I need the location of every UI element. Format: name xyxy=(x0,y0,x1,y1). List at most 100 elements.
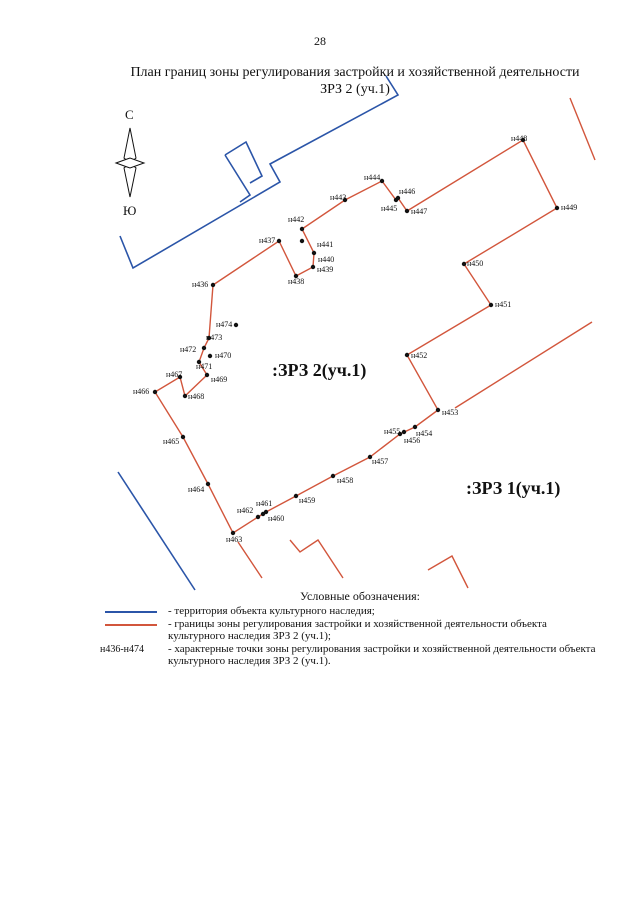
label-n464: н464 xyxy=(188,485,204,494)
zone-boundary-bottom-mid xyxy=(289,539,344,579)
label-n449: н449 xyxy=(561,203,577,212)
page-title: План границ зоны регулирования застройки… xyxy=(130,65,580,97)
label-n436: н436 xyxy=(192,280,208,289)
label-n450: н450 xyxy=(467,259,483,268)
label-n462: н462 xyxy=(237,506,253,515)
label-n452: н452 xyxy=(411,351,427,360)
label-n468: н468 xyxy=(188,392,204,401)
label-n451: н451 xyxy=(495,300,511,309)
point-n440 xyxy=(311,250,317,256)
point-n454 xyxy=(412,424,418,430)
zone-boundary-right-middle xyxy=(454,321,593,409)
label-n471: н471 xyxy=(196,362,212,371)
heritage-boundary-notch xyxy=(224,154,252,203)
point-n437 xyxy=(276,238,282,244)
label-n465: н465 xyxy=(163,437,179,446)
point-n456 xyxy=(397,431,403,437)
point-n455 xyxy=(401,429,407,435)
point-n466 xyxy=(152,389,158,395)
label-n437: н437 xyxy=(259,236,275,245)
heritage-boundary-lower xyxy=(117,471,196,591)
point-labels: н436 н437 н438 н439 н440 н441 н442 н443 … xyxy=(133,134,577,544)
legend-points-key: н436-н474 xyxy=(100,644,145,655)
label-n456: н456 xyxy=(404,436,420,445)
heritage-boundary-upper xyxy=(119,75,400,270)
label-n463: н463 xyxy=(226,535,242,544)
zone-boundary-bottom-right xyxy=(427,555,469,589)
label-n470: н470 xyxy=(215,351,231,360)
label-n440: н440 xyxy=(318,255,334,264)
label-n444: н444 xyxy=(364,173,380,182)
point-n453 xyxy=(435,407,441,413)
point-n438 xyxy=(293,273,299,279)
point-n449 xyxy=(554,205,560,211)
point-n473 xyxy=(206,335,212,341)
point-n458 xyxy=(330,473,336,479)
compass-north-label: С xyxy=(125,107,134,122)
label-n448: н448 xyxy=(511,134,527,143)
label-n472: н472 xyxy=(180,345,196,354)
boundary-points xyxy=(152,137,560,536)
point-n469 xyxy=(204,372,210,378)
point-n474 xyxy=(233,322,239,328)
heritage-boundary-inner xyxy=(224,140,264,184)
point-n462 xyxy=(255,514,261,520)
label-n458: н458 xyxy=(337,476,353,485)
legend-zone-line-icon xyxy=(105,624,157,626)
point-n450 xyxy=(461,261,467,267)
point-n447 xyxy=(404,208,410,214)
label-n473: н473 xyxy=(206,333,222,342)
point-n468 xyxy=(182,393,188,399)
compass-rose: С Ю xyxy=(114,107,146,218)
legend-item-zone: - границы зоны регулирования застройки и… xyxy=(95,618,605,642)
zone-label-zrz1: :ЗРЗ 1(уч.1) xyxy=(466,478,560,499)
legend-item-points: н436-н474 - характерные точки зоны регул… xyxy=(95,643,605,667)
point-n467 xyxy=(177,374,183,380)
label-n457: н457 xyxy=(372,457,388,466)
point-n465 xyxy=(180,434,186,440)
point-n443 xyxy=(342,197,348,203)
label-n466: н466 xyxy=(133,387,149,396)
label-n439: н439 xyxy=(317,265,333,274)
label-n474: н474 xyxy=(216,320,232,329)
point-n452 xyxy=(404,352,410,358)
label-n467: н467 xyxy=(166,370,182,379)
label-n438: н438 xyxy=(288,277,304,286)
point-n444 xyxy=(379,178,385,184)
label-n447: н447 xyxy=(411,207,427,216)
point-n441 xyxy=(299,238,305,244)
compass-south-label: Ю xyxy=(123,203,136,218)
legend: Условные обозначения: - территория объек… xyxy=(95,590,605,668)
label-n460: н460 xyxy=(268,514,284,523)
legend-item-heritage: - территория объекта культурного наследи… xyxy=(95,605,605,617)
label-n459: н459 xyxy=(299,496,315,505)
label-n443: н443 xyxy=(330,193,346,202)
label-n455: н455 xyxy=(384,427,400,436)
zone-label-zrz2: :ЗРЗ 2(уч.1) xyxy=(272,360,366,381)
label-n469: н469 xyxy=(211,375,227,384)
point-n446 xyxy=(395,195,401,201)
point-n436 xyxy=(210,282,216,288)
point-n457 xyxy=(367,454,373,460)
legend-heritage-line-icon xyxy=(105,611,157,613)
point-n464 xyxy=(205,481,211,487)
legend-heritage-text: - территория объекта культурного наследи… xyxy=(168,605,375,617)
point-n470 xyxy=(207,353,213,359)
page-number: 28 xyxy=(314,34,326,48)
label-n454: н454 xyxy=(416,429,432,438)
label-n442: н442 xyxy=(288,215,304,224)
label-n453: н453 xyxy=(442,408,458,417)
point-n442 xyxy=(299,226,305,232)
label-n446: н446 xyxy=(399,187,415,196)
zone-boundary-right-upper xyxy=(569,97,596,161)
point-n451 xyxy=(488,302,494,308)
point-n448 xyxy=(520,137,526,143)
point-n471 xyxy=(196,359,202,365)
label-n445: н445 xyxy=(381,204,397,213)
legend-header: Условные обозначения: xyxy=(299,589,421,603)
zone-boundary-bottom-left xyxy=(237,541,263,579)
point-n459 xyxy=(293,493,299,499)
point-n439 xyxy=(310,264,316,270)
label-n441: н441 xyxy=(317,240,333,249)
